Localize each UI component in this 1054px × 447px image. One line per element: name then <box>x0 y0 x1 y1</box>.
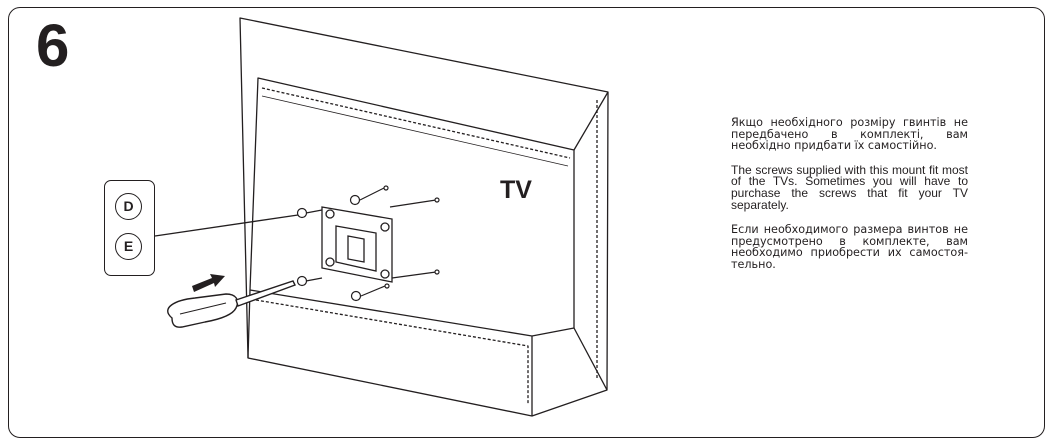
direction-arrow-icon <box>192 274 225 292</box>
instruction-ukrainian: Якщо необхідного розміру гвинтів не пере… <box>731 116 968 153</box>
instructions-column: Якщо необхідного розміру гвинтів не пере… <box>731 117 968 284</box>
parts-key-box: D E <box>104 180 155 276</box>
mount-plate <box>321 206 393 283</box>
screw-d-group <box>296 185 440 219</box>
callout-line <box>154 214 299 237</box>
step-frame <box>8 7 1045 438</box>
step-number: 6 <box>36 12 70 79</box>
tv-inner-panel <box>249 77 575 337</box>
part-d-badge: D <box>115 193 142 220</box>
instruction-russian: Если необходимого размера винтов не пред… <box>731 223 968 271</box>
screwdriver-icon <box>167 280 296 328</box>
instruction-english: The screws supplied with this mount fit … <box>731 162 968 212</box>
part-e-badge: E <box>115 233 142 260</box>
tv-label: TV <box>500 176 532 204</box>
screw-e-group <box>296 269 440 302</box>
